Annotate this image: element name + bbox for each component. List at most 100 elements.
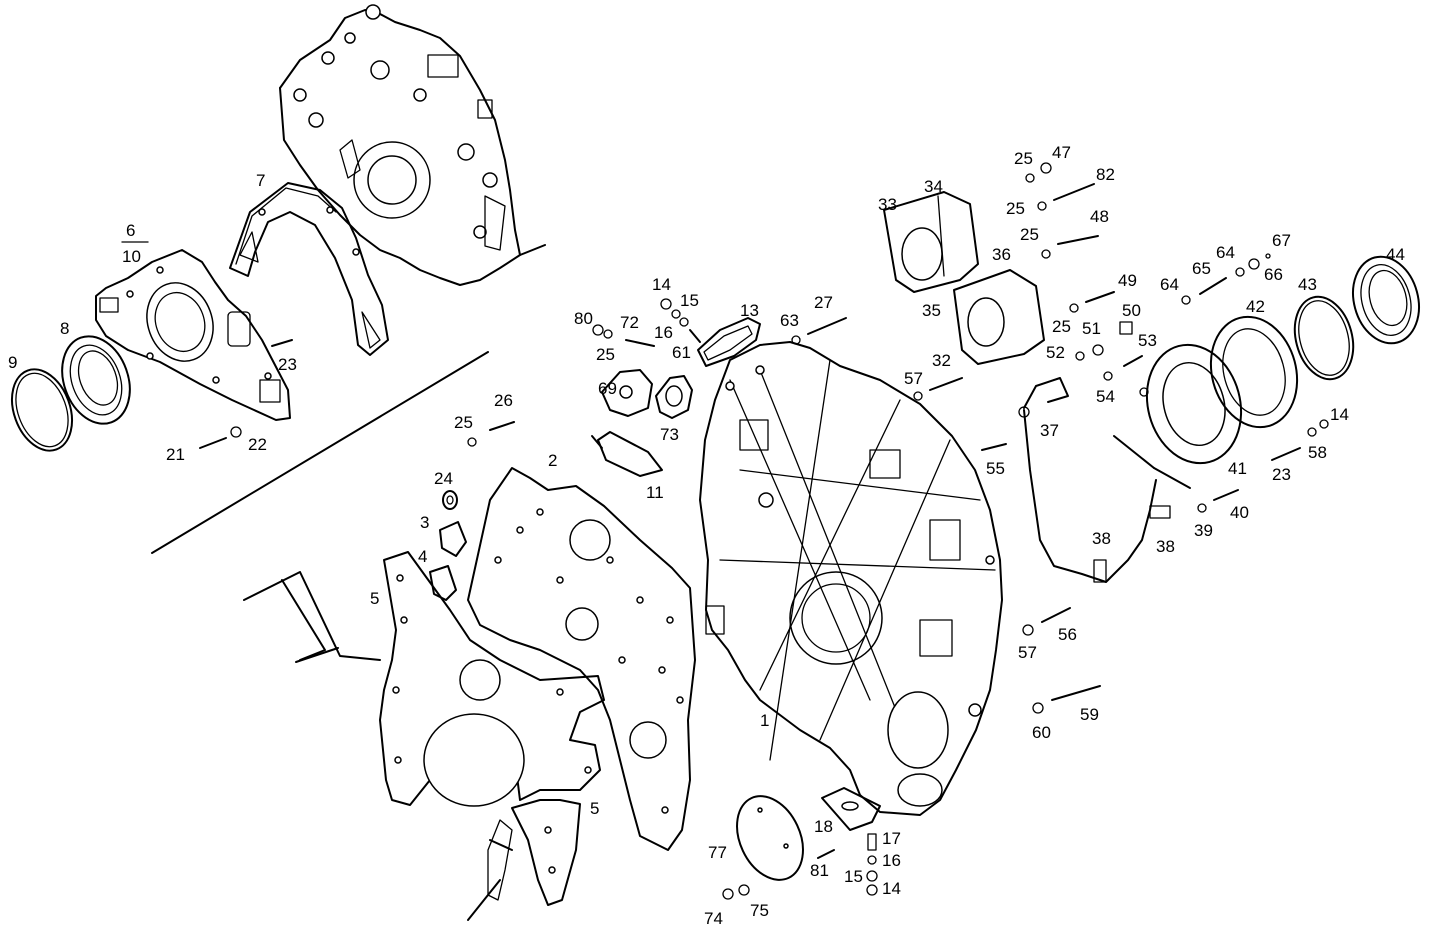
- label-part-25e: 25: [1020, 225, 1039, 244]
- label-part-52: 52: [1046, 343, 1065, 362]
- label-part-39: 39: [1194, 521, 1213, 540]
- label-part-33: 33: [878, 195, 897, 214]
- label-part-18: 18: [814, 817, 833, 836]
- label-part-53: 53: [1138, 331, 1157, 350]
- stud-23-right: [1271, 419, 1329, 461]
- label-part-23: 23: [278, 355, 297, 374]
- label-part-27: 27: [814, 293, 833, 312]
- stud-55: [981, 443, 1007, 451]
- label-part-54: 54: [1096, 387, 1115, 406]
- label-part-25c: 25: [1014, 149, 1033, 168]
- label-part-47: 47: [1052, 143, 1071, 162]
- o-ring-43: [1293, 295, 1355, 381]
- label-part-77: 77: [708, 843, 727, 862]
- fitting-50-51-52-53: [1075, 321, 1143, 381]
- label-part-59: 59: [1080, 705, 1099, 724]
- label-part-13: 13: [740, 301, 759, 320]
- bolt-27: [791, 317, 847, 345]
- label-part-8: 8: [60, 319, 69, 338]
- cover-13: [697, 317, 761, 367]
- label-part-69: 69: [598, 379, 617, 398]
- bracket-5-lower: [487, 799, 581, 906]
- label-part-75: 75: [750, 901, 769, 920]
- label-part-17: 17: [882, 829, 901, 848]
- label-part-2: 2: [548, 451, 557, 470]
- label-part-23b: 23: [1272, 465, 1291, 484]
- bolt-48: [1041, 235, 1099, 259]
- label-part-14b: 14: [1330, 405, 1349, 424]
- label-part-72: 72: [620, 313, 639, 332]
- adapter-plate-5: [379, 551, 605, 807]
- fasteners-14-15-16-61: [660, 298, 701, 343]
- label-part-38: 38: [1092, 529, 1111, 548]
- stud-81: [817, 849, 835, 859]
- label-part-15b: 15: [844, 867, 863, 886]
- label-part-43: 43: [1298, 275, 1317, 294]
- fasteners-64-65-66-67: [1181, 253, 1271, 305]
- bolt-56: [1022, 607, 1071, 636]
- section-divider-line: [151, 351, 489, 554]
- bolt-82: [1025, 162, 1095, 211]
- label-part-58: 58: [1308, 443, 1327, 462]
- label-part-14c: 14: [882, 879, 901, 898]
- label-part-5b: 5: [590, 799, 599, 818]
- seal-housing-6: [95, 249, 291, 421]
- label-part-66: 66: [1264, 265, 1283, 284]
- label-part-73: 73: [660, 425, 679, 444]
- gasket-2: [467, 467, 696, 851]
- seal-ring-44: [1352, 255, 1420, 345]
- cover-plate-35-36: [953, 269, 1045, 365]
- label-part-37: 37: [1040, 421, 1059, 440]
- label-part-16b: 16: [882, 851, 901, 870]
- label-part-44: 44: [1386, 245, 1405, 264]
- label-part-22: 22: [248, 435, 267, 454]
- label-part-60: 60: [1032, 723, 1051, 742]
- seal-ring-8: [61, 335, 131, 425]
- flange-41: [1145, 343, 1243, 465]
- label-part-55: 55: [986, 459, 1005, 478]
- label-part-6: 6: [126, 221, 135, 240]
- label-part-7: 7: [256, 171, 265, 190]
- label-part-61: 61: [672, 343, 691, 362]
- label-part-65: 65: [1192, 259, 1211, 278]
- label-part-67: 67: [1272, 231, 1291, 250]
- label-part-36: 36: [992, 245, 1011, 264]
- label-part-4: 4: [418, 547, 427, 566]
- label-part-16: 16: [654, 323, 673, 342]
- label-part-25: 25: [454, 413, 473, 432]
- label-part-80: 80: [574, 309, 593, 328]
- label-part-34: 34: [924, 177, 943, 196]
- engine-block-drawing: [279, 4, 546, 286]
- label-part-40: 40: [1230, 503, 1249, 522]
- label-part-15: 15: [680, 291, 699, 310]
- label-part-41: 41: [1228, 459, 1247, 478]
- label-part-49: 49: [1118, 271, 1137, 290]
- label-part-74: 74: [704, 909, 723, 928]
- label-part-51: 51: [1082, 319, 1101, 338]
- label-part-42: 42: [1246, 297, 1265, 316]
- label-part-57: 57: [904, 369, 923, 388]
- label-part-14: 14: [652, 275, 671, 294]
- label-part-1: 1: [760, 711, 769, 730]
- nut-74-75: [722, 884, 750, 900]
- bolt-26: [467, 421, 515, 447]
- bolt-21: [199, 426, 242, 449]
- stud-23-left: [271, 339, 293, 347]
- cover-plate-33-34: [883, 191, 979, 293]
- label-part-56: 56: [1058, 625, 1077, 644]
- part-labels: 7 6 10 8 9 23 21 22 25 26 24 3 4 5 2 5 1…: [8, 143, 1405, 928]
- gasket-7: [229, 182, 389, 356]
- gasket-69: [601, 369, 653, 417]
- seal-carrier-42: [1209, 315, 1299, 429]
- label-part-25f: 25: [1052, 317, 1071, 336]
- label-part-35: 35: [922, 301, 941, 320]
- label-part-32: 32: [932, 351, 951, 370]
- label-part-25b: 25: [596, 345, 615, 364]
- label-part-10: 10: [122, 247, 141, 266]
- engine-frame-lines: [243, 571, 513, 921]
- cover-77: [736, 795, 804, 881]
- label-part-50: 50: [1122, 301, 1141, 320]
- pipe-37-38: [1018, 377, 1191, 583]
- label-part-26: 26: [494, 391, 513, 410]
